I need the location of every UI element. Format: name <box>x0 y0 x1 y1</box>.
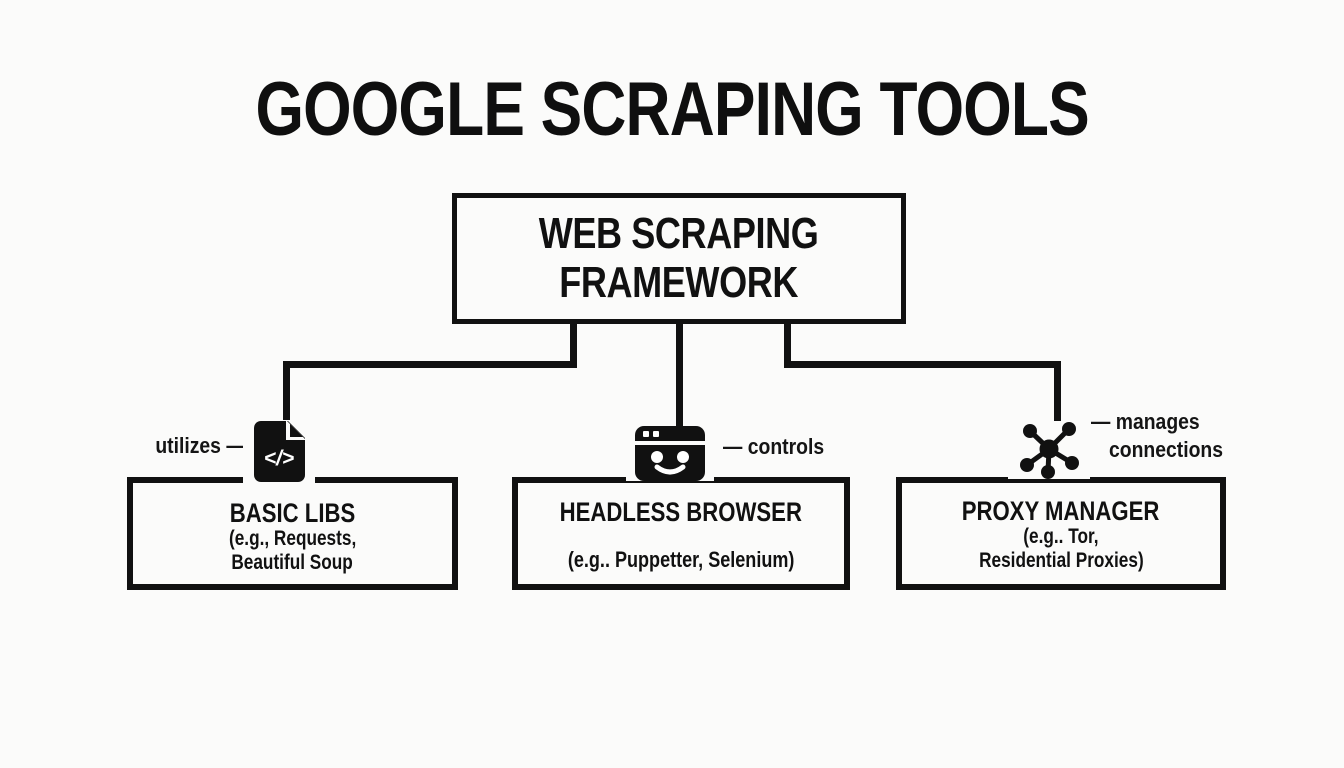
relation-label-utilizes: utilizes — <box>155 433 246 458</box>
page-title: GOOGLE SCRAPING TOOLS <box>0 66 1344 153</box>
svg-text:</>: </> <box>264 447 294 470</box>
node-subtitle-line: (e.g.. Tor, <box>1023 525 1099 549</box>
connector-left-stub <box>570 322 577 368</box>
network-hub-icon <box>1008 421 1090 479</box>
page-title-text: GOOGLE SCRAPING TOOLS <box>255 67 1089 152</box>
node-proxy-manager: PROXY MANAGER (e.g.. Tor, Residential Pr… <box>896 477 1226 590</box>
node-headless-browser: HEADLESS BROWSER (e.g.. Puppetter, Selen… <box>512 477 850 590</box>
node-subtitle-line: Residential Proxies) <box>978 548 1144 572</box>
root-node-web-scraping-framework: WEB SCRAPING FRAMEWORK <box>452 193 906 324</box>
connector-right-horizontal <box>784 361 1061 368</box>
relation-label-controls: — controls <box>723 434 825 459</box>
connector-right-stub <box>784 322 791 368</box>
node-subtitle-line: (e.g., Requests, <box>228 527 357 551</box>
node-title: HEADLESS BROWSER <box>559 497 803 527</box>
node-title: PROXY MANAGER <box>962 496 1160 526</box>
relation-label-manages-connections: — manages connections <box>1091 409 1224 462</box>
browser-smiley-icon <box>626 426 714 481</box>
node-subtitle-line: Beautiful Soup <box>231 550 354 574</box>
root-node-label-line1: WEB SCRAPING <box>539 209 819 259</box>
connector-right-drop <box>1054 361 1061 423</box>
root-node-label-line2: FRAMEWORK <box>559 257 799 307</box>
node-basic-libs: BASIC LIBS (e.g., Requests, Beautiful So… <box>127 477 458 590</box>
node-subtitle-line: (e.g.. Puppetter, Selenium) <box>567 547 795 573</box>
code-file-icon: </> <box>243 420 315 483</box>
connector-left-drop <box>283 361 290 423</box>
connector-left-horizontal <box>283 361 577 368</box>
node-title: BASIC LIBS <box>229 498 356 528</box>
connector-middle-vertical <box>676 322 683 428</box>
